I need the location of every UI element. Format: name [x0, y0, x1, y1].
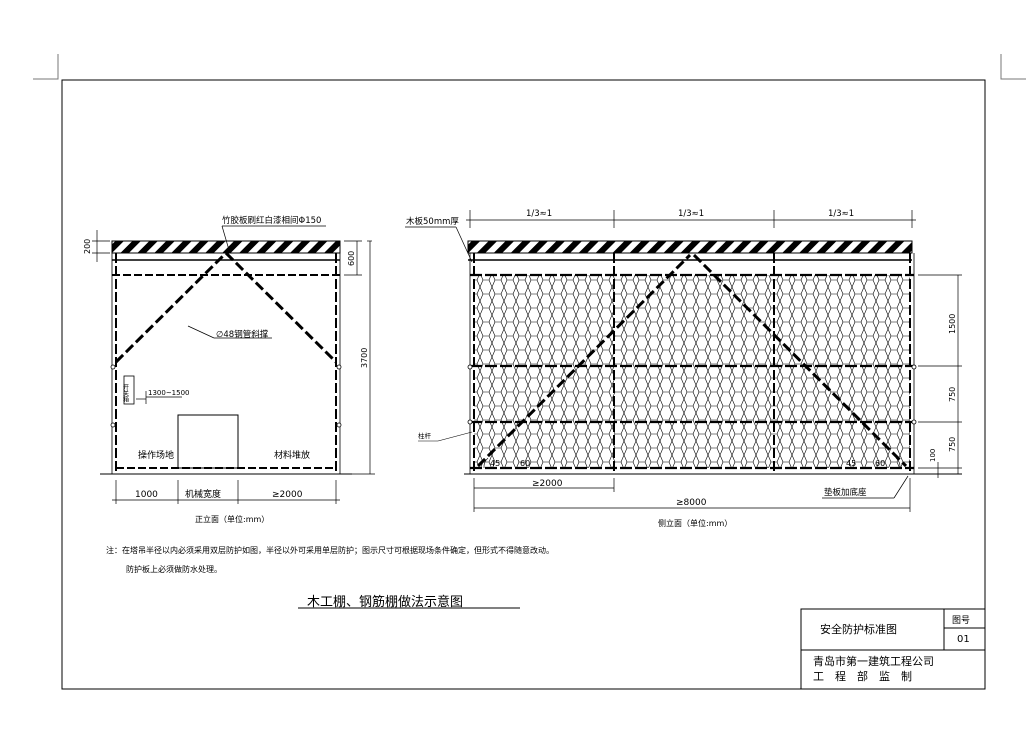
front-brace-left — [114, 251, 228, 364]
front-dim-3700: 3700 — [360, 348, 369, 368]
front-dim-machine: 机械宽度 — [185, 488, 221, 500]
titleblock-dept: 工 程 部 监 制 — [813, 669, 912, 683]
front-dim-2000: ≥2000 — [272, 490, 303, 500]
machine-box — [177, 414, 239, 469]
side-dim-750a: 750 — [948, 387, 957, 402]
side-elevation: 1/3≈1 1/3≈1 1/3≈1 — [405, 209, 962, 528]
titleblock-company: 青岛市第一建筑工程公司 — [813, 654, 934, 668]
side-dim-2000: ≥2000 — [532, 479, 563, 489]
front-dim-200: 200 — [83, 239, 92, 254]
front-area-right: 材料堆放 — [274, 449, 310, 461]
title-block: 安全防护标准图 图号 01 青岛市第一建筑工程公司 工 程 部 监 制 — [800, 608, 986, 690]
drawing-border — [61, 79, 986, 690]
page-frame — [33, 54, 1026, 80]
note-line-1: 注：在塔吊半径以内必须采用双层防护如图，半径以外可采用单层防护；图示尺寸可根据现… — [106, 545, 554, 555]
front-brace-right — [224, 251, 338, 364]
front-top-label: 竹胶板刷红白漆相间Φ150 — [222, 215, 321, 226]
side-dim-750b: 750 — [948, 437, 957, 452]
side-angle-60a: 60 — [520, 459, 530, 468]
side-top-dim-1: 1/3≈1 — [526, 209, 552, 219]
side-post-label: 柱杆 — [418, 431, 432, 440]
side-top-dim-2: 1/3≈1 — [678, 209, 704, 219]
switch-box — [123, 375, 135, 405]
drawing-title: 木工棚、钢筋棚做法示意图 — [307, 594, 463, 610]
front-dim-600: 600 — [347, 251, 356, 266]
side-roof-board — [467, 240, 913, 254]
titleblock-name: 安全防护标准图 — [820, 622, 897, 636]
front-dim-1000: 1000 — [135, 490, 158, 500]
front-brace-label: ∅48钢管斜撑 — [216, 329, 269, 340]
titleblock-fig-no: 01 — [957, 634, 970, 645]
front-area-left: 操作场地 — [138, 449, 174, 461]
switch-box-label: 开关箱 — [122, 384, 129, 403]
side-brace-right — [692, 253, 908, 468]
side-dim-1500: 1500 — [948, 314, 957, 334]
front-caption: 正立面（单位:mm） — [195, 514, 269, 524]
front-elevation: 开关箱 1300~1500 竹胶板刷红白漆相间Φ150 ∅48钢管斜撑 操作场地… — [83, 215, 375, 524]
titleblock-fig-label: 图号 — [952, 615, 970, 626]
side-angle-60b: 60 — [875, 459, 885, 468]
side-base-label: 垫板加底座 — [824, 487, 867, 498]
side-wood-label: 木板50mm厚 — [406, 216, 459, 227]
side-mesh-panel — [474, 275, 910, 468]
side-caption: 侧立面（单位:mm） — [658, 518, 732, 528]
note-line-2: 防护板上必须做防水处理。 — [126, 564, 222, 574]
side-brace-left — [476, 253, 692, 468]
side-top-dim-3: 1/3≈1 — [828, 209, 854, 219]
side-dim-100: 100 — [929, 449, 937, 462]
switch-height-label: 1300~1500 — [148, 389, 190, 397]
side-dim-8000: ≥8000 — [676, 498, 707, 508]
side-angle-45a: 45 — [490, 459, 500, 468]
side-angle-45b: 45 — [846, 459, 856, 468]
front-roof-board — [111, 240, 341, 254]
